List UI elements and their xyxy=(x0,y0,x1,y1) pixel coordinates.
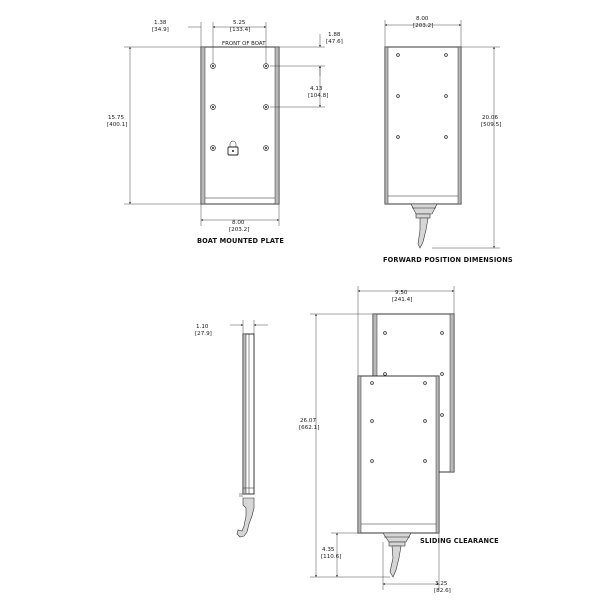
top-offset-label: 1.88 xyxy=(328,32,341,38)
side-depth-mm-label: [27.9] xyxy=(195,331,212,337)
plate-height-mm-label: [400.1] xyxy=(107,122,127,128)
sliding-clearance-view: 9.50 [241.4] 26.07 [662.1] 4.35 [110.6] … xyxy=(299,286,499,594)
sliding-drop-mm-label: [110.6] xyxy=(321,554,341,560)
mount-hole xyxy=(396,135,400,139)
plate-width-label: 8.00 xyxy=(232,220,245,226)
lock-icon xyxy=(227,140,239,156)
motor-clamp xyxy=(382,532,412,578)
boat-mounted-plate-view: 1.38 [34.9] 5.25 [133.4] FRONT OF BOAT 1… xyxy=(107,20,343,245)
sliding-width-mm-label: [241.4] xyxy=(392,297,412,303)
mount-hole xyxy=(423,459,427,463)
sliding-height-label: 26.07 xyxy=(300,418,316,424)
forward-position-view: 8.00 [203.2] 20.06 [509.5] FORWARD POSIT… xyxy=(383,16,513,264)
side-clamp-hook xyxy=(236,497,255,538)
hole-spacing-v-mm-label: [104.8] xyxy=(308,93,328,99)
front-of-boat-label: FRONT OF BOAT xyxy=(222,41,266,47)
mount-hole xyxy=(444,135,448,139)
mount-hole xyxy=(370,459,374,463)
plate-right-rail xyxy=(274,46,280,205)
sliding-offset-mm-label: [82.6] xyxy=(434,588,451,594)
mount-hole xyxy=(396,53,400,57)
mount-hole xyxy=(370,419,374,423)
sliding-drop-label: 4.35 xyxy=(322,547,335,553)
sliding-height-mm-label: [662.1] xyxy=(299,425,319,431)
mount-hole xyxy=(423,381,427,385)
hole-spacing-h-mm-label: [133.4] xyxy=(230,27,250,33)
plate-width-mm-label: [203.2] xyxy=(229,227,249,233)
sliding-clearance-caption: SLIDING CLEARANCE xyxy=(420,537,499,545)
forward-width-label: 8.00 xyxy=(416,16,429,22)
boat-mounted-plate-caption: BOAT MOUNTED PLATE xyxy=(197,237,284,245)
sliding-offset-label: 3.25 xyxy=(435,581,448,587)
mount-hole xyxy=(370,381,374,385)
motor-clamp xyxy=(410,203,438,249)
forward-position-caption: FORWARD POSITION DIMENSIONS xyxy=(383,256,513,264)
mount-hole xyxy=(444,53,448,57)
top-offset-mm-label: [47.6] xyxy=(326,39,343,45)
edge-offset-label: 1.38 xyxy=(154,20,167,26)
mount-hole xyxy=(396,94,400,98)
sliding-width-label: 9.50 xyxy=(395,290,408,296)
side-profile-view: 1.10 [27.9] xyxy=(195,320,268,538)
front-bracket-outline xyxy=(357,375,440,534)
bracket-outline xyxy=(384,46,462,205)
plate-left-rail xyxy=(200,46,206,205)
forward-width-mm-label: [203.2] xyxy=(413,23,433,29)
side-depth-label: 1.10 xyxy=(196,324,209,330)
mount-hole xyxy=(444,94,448,98)
edge-offset-mm-label: [34.9] xyxy=(152,27,169,33)
plate-height-label: 15.75 xyxy=(108,115,124,121)
hole-spacing-v-label: 4.13 xyxy=(310,86,323,92)
forward-height-label: 20.06 xyxy=(482,115,498,121)
mount-hole xyxy=(423,419,427,423)
plate-outline xyxy=(200,46,280,205)
forward-height-mm-label: [509.5] xyxy=(481,122,501,128)
hole-spacing-h-label: 5.25 xyxy=(233,20,246,26)
